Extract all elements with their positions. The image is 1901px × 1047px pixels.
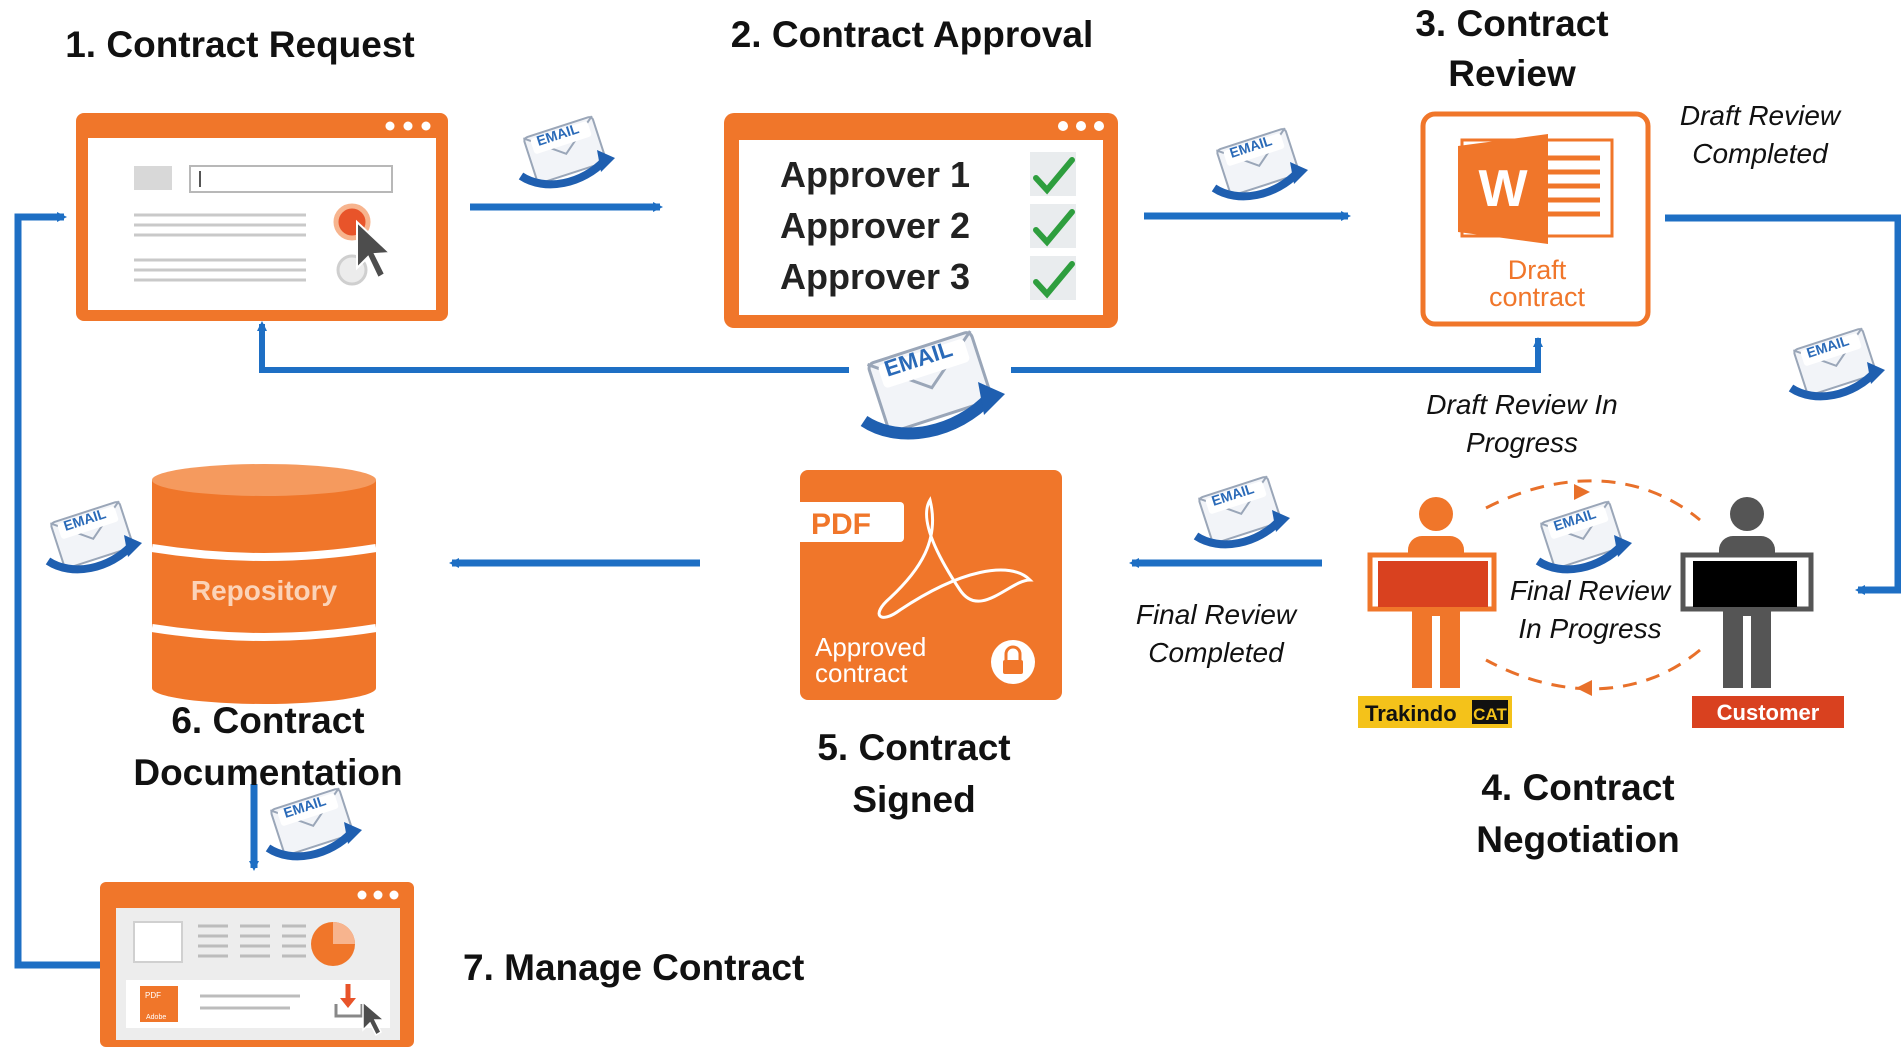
- status-final-review-completed: Completed: [1148, 637, 1285, 668]
- person-icon: [1680, 497, 1814, 688]
- status-final-review-completed: Final Review: [1136, 599, 1298, 630]
- check-icon: [1030, 152, 1076, 196]
- check-icon: [1030, 204, 1076, 248]
- svg-text:Adobe: Adobe: [146, 1014, 166, 1021]
- acrobat-icon: [877, 496, 1034, 619]
- download-icon: [334, 984, 364, 1018]
- draft-contract-label: contract: [1489, 282, 1586, 312]
- envelope-email-icon: EMAIL: [521, 116, 615, 184]
- trakindo-label: Trakindo: [1365, 701, 1457, 726]
- draft-contract-label: Draft: [1508, 255, 1567, 285]
- step-3-title: 3. Contract: [1415, 3, 1608, 44]
- person-icon: [1367, 497, 1497, 688]
- step-5-signed-pdf: [778, 470, 1062, 700]
- envelope-email-icon: EMAIL: [1214, 128, 1308, 196]
- arrow-7-to-1: [14, 212, 100, 969]
- svg-text:PDF: PDF: [145, 991, 161, 1000]
- approved-contract-label: Approved: [815, 632, 926, 662]
- step-4-title: Negotiation: [1476, 819, 1679, 860]
- lock-icon: [991, 640, 1035, 684]
- svg-text:W: W: [1478, 160, 1528, 218]
- customer-label: Customer: [1717, 700, 1820, 725]
- customer-badge: [1692, 696, 1844, 728]
- envelope-email-icon: EMAIL: [1196, 476, 1290, 544]
- envelope-email-icon: EMAIL: [48, 501, 142, 569]
- step-4-title: 4. Contract: [1481, 767, 1674, 808]
- status-draft-review-in-progress: Draft Review In: [1426, 389, 1617, 420]
- step-7-title: 7. Manage Contract: [463, 947, 804, 988]
- step-2-title: 2. Contract Approval: [731, 14, 1094, 55]
- arrow-3-to-4: [1665, 214, 1901, 595]
- approver-2-label: Approver 2: [780, 205, 970, 246]
- envelope-email-icon: EMAIL: [1791, 328, 1885, 396]
- pdf-file-icon: PDF Adobe: [140, 986, 178, 1022]
- step-6-title: Documentation: [133, 752, 402, 793]
- cat-logo-text: CAT: [1473, 705, 1507, 724]
- cursor-icon: [362, 1000, 387, 1037]
- approver-3-label: Approver 3: [780, 256, 970, 297]
- step-1-title: 1. Contract Request: [65, 24, 415, 65]
- status-final-review-in-progress: Final Review: [1510, 575, 1672, 606]
- step-5-title: 5. Contract: [817, 727, 1010, 768]
- envelope-email-icon: EMAIL: [1538, 501, 1632, 569]
- step-5-title: Signed: [852, 779, 975, 820]
- check-icon: [1030, 256, 1076, 300]
- negotiation-cycle: [1485, 479, 1701, 696]
- status-final-review-in-progress: In Progress: [1518, 613, 1661, 644]
- pdf-tag: PDF: [811, 508, 871, 541]
- word-icon: W: [1458, 134, 1614, 244]
- cat-logo-badge: [1472, 700, 1508, 724]
- status-draft-review-in-progress: Progress: [1466, 427, 1578, 458]
- step-3-title: Review: [1448, 53, 1576, 94]
- pie-chart-icon: [311, 922, 355, 966]
- envelope-email-icon: EMAIL: [268, 788, 362, 856]
- status-draft-review-completed: Draft Review: [1680, 100, 1842, 131]
- status-draft-review-completed: Completed: [1692, 138, 1829, 169]
- repository-label: Repository: [191, 575, 338, 606]
- step-1-request-window: [76, 113, 448, 321]
- cursor-icon: [356, 219, 393, 280]
- step-6-title: 6. Contract: [171, 700, 364, 741]
- database-icon: [151, 464, 377, 704]
- approver-1-label: Approver 1: [780, 154, 970, 195]
- approved-contract-label: contract: [815, 658, 908, 688]
